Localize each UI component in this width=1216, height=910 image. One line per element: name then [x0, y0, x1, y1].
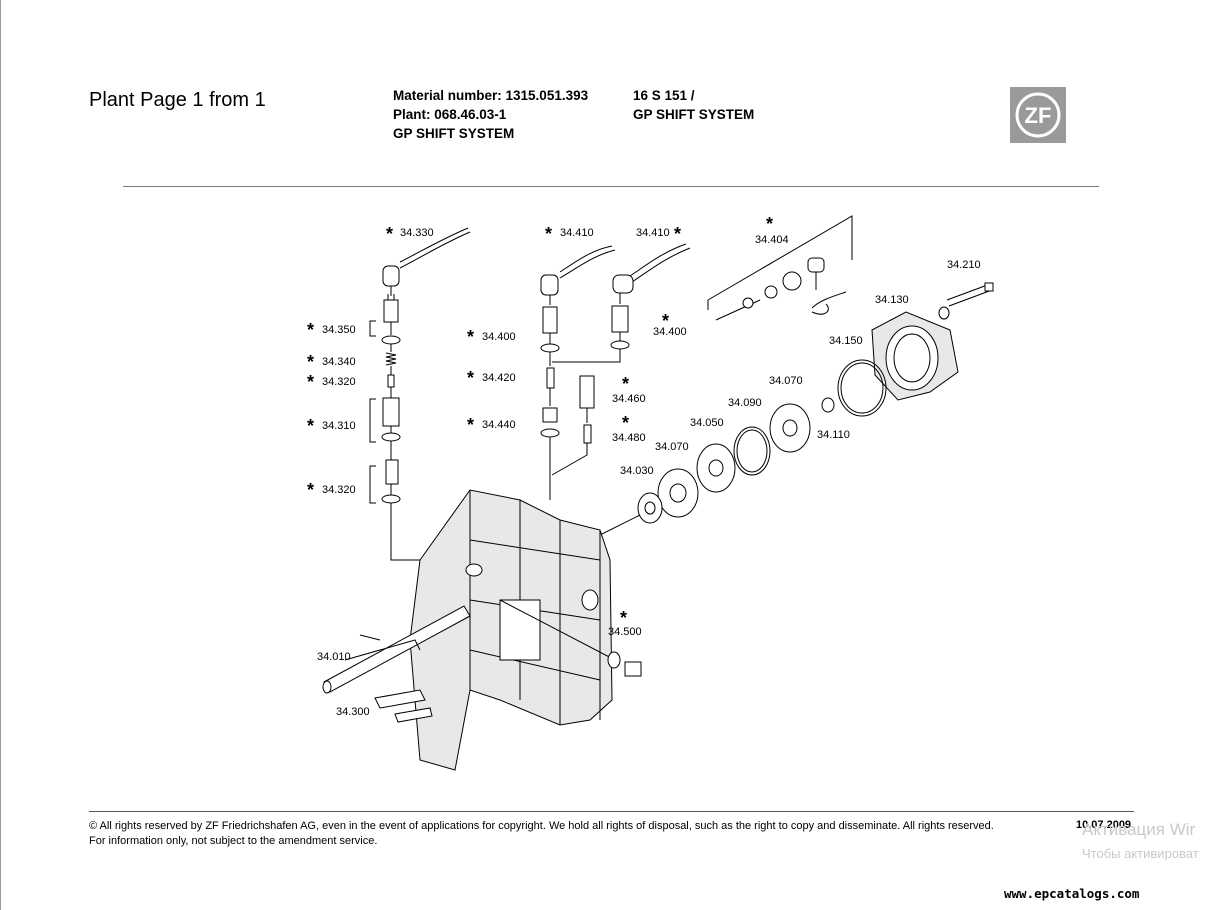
label-34330: 34.330 — [400, 227, 434, 239]
material-info: Material number: 1315.051.393 Plant: 068… — [393, 86, 588, 143]
footer-divider — [89, 811, 1134, 812]
label-34410a: 34.410 — [560, 227, 594, 239]
activation-watermark-title: Активация Wir — [1082, 820, 1196, 839]
svg-text:*: * — [622, 413, 629, 433]
svg-text:*: * — [386, 224, 393, 244]
label-34130: 34.130 — [875, 294, 909, 306]
label-34070b: 34.070 — [655, 441, 689, 453]
info-notice: For information only, not subject to the… — [89, 835, 378, 847]
label-34340: 34.340 — [322, 356, 356, 368]
left-border — [0, 0, 1, 910]
label-34440: 34.440 — [482, 419, 516, 431]
cover-assembly — [589, 282, 994, 541]
label-34150: 34.150 — [829, 335, 863, 347]
material-number: Material number: 1315.051.393 — [393, 88, 589, 103]
label-34410b: 34.410 — [636, 227, 670, 239]
left-sensor-stack — [369, 227, 471, 561]
label-34404: 34.404 — [755, 234, 789, 246]
copyright-notice: © All rights reserved by ZF Friedrichsha… — [89, 820, 994, 832]
label-34320a: 34.320 — [322, 376, 356, 388]
label-34500: 34.500 — [608, 626, 642, 638]
document-date: 10.07.2009 — [1076, 819, 1132, 831]
svg-text:*: * — [662, 311, 669, 331]
site-watermark: www.epcatalogs.com — [1004, 886, 1140, 901]
svg-text:*: * — [467, 368, 474, 388]
label-34320b: 34.320 — [322, 484, 356, 496]
header-divider — [123, 186, 1099, 187]
label-34400a: 34.400 — [482, 331, 516, 343]
label-34010: 34.010 — [317, 651, 351, 663]
label-34350: 34.350 — [322, 324, 356, 336]
label-34300: 34.300 — [336, 706, 370, 718]
model-info: 16 S 151 / GP SHIFT SYSTEM — [633, 86, 754, 124]
label-34110: 34.110 — [817, 429, 850, 441]
model-group-name: GP SHIFT SYSTEM — [633, 107, 755, 122]
svg-text:*: * — [622, 374, 629, 394]
svg-text:*: * — [467, 415, 474, 435]
svg-text:*: * — [307, 416, 314, 436]
activation-watermark-text: Чтобы активироват — [1082, 846, 1199, 861]
svg-text:*: * — [545, 224, 552, 244]
label-34480: 34.480 — [612, 432, 646, 444]
label-34310: 34.310 — [322, 420, 356, 432]
svg-text:*: * — [766, 214, 773, 234]
group-name: GP SHIFT SYSTEM — [393, 126, 515, 141]
svg-text:*: * — [307, 320, 314, 340]
svg-text:*: * — [307, 372, 314, 392]
label-34030: 34.030 — [620, 465, 654, 477]
logo-text: ZF — [1025, 103, 1052, 128]
page-title: Plant Page 1 from 1 — [89, 89, 266, 111]
label-34400b: 34.400 — [653, 326, 687, 338]
label-34460: 34.460 — [612, 393, 646, 405]
label-34210: 34.210 — [947, 259, 981, 271]
model-number: 16 S 151 / — [633, 88, 695, 103]
part-labels: * 34.330 * 34.350 * 34.340 * 34.320 * 34… — [307, 214, 981, 718]
label-34050: 34.050 — [690, 417, 724, 429]
svg-text:*: * — [620, 608, 627, 628]
footer-text: © All rights reserved by ZF Friedrichsha… — [89, 819, 994, 849]
zf-logo: ZF — [1010, 87, 1066, 143]
shift-rod — [322, 605, 471, 723]
label-34420: 34.420 — [482, 372, 516, 384]
svg-text:*: * — [307, 480, 314, 500]
gearbox-housing — [409, 489, 642, 771]
svg-text:*: * — [307, 352, 314, 372]
label-34070a: 34.070 — [769, 375, 803, 387]
plant-number: Plant: 068.46.03-1 — [393, 107, 507, 122]
svg-text:*: * — [467, 327, 474, 347]
label-34090: 34.090 — [728, 397, 762, 409]
svg-text:*: * — [674, 224, 681, 244]
indicator-switch-group — [707, 215, 853, 321]
middle-sensor-stack — [540, 243, 691, 500]
